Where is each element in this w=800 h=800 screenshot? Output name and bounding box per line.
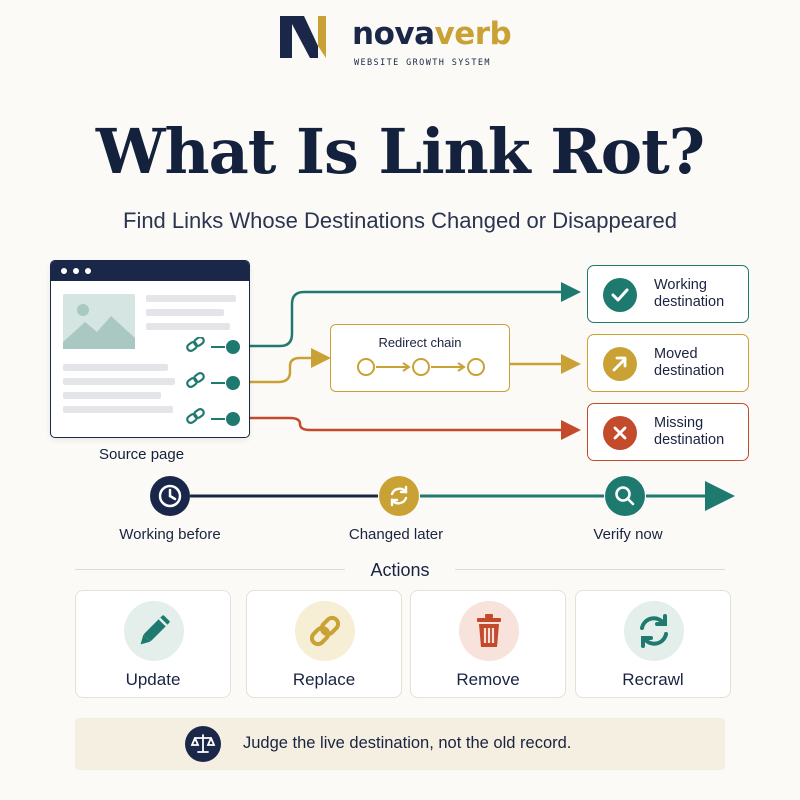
text-line (63, 364, 168, 371)
text-line (63, 378, 175, 385)
text-line (146, 309, 224, 316)
scales-icon (185, 726, 221, 762)
novaverb-logo-mark (280, 16, 326, 58)
page-title: What Is Link Rot? (95, 115, 705, 188)
action-remove-card[interactable]: Remove (410, 590, 566, 698)
recrawl-icon (624, 601, 684, 661)
source-page-label: Source page (99, 446, 185, 463)
text-line (63, 392, 161, 399)
action-update-label: Update (125, 670, 181, 689)
brand-name-part2: verb (434, 16, 512, 52)
text-line (146, 323, 230, 330)
brand-name-part1: nova (352, 16, 435, 52)
action-replace-label: Replace (292, 670, 356, 689)
source-page-window (50, 260, 250, 438)
window-dot (73, 268, 79, 274)
action-update-card[interactable]: Update (75, 590, 231, 698)
trash-icon (459, 601, 519, 661)
brand-tagline: WEBSITE GROWTH SYSTEM (354, 58, 491, 68)
working-connector (250, 282, 581, 348)
footer-banner: Judge the live destination, not the old … (75, 718, 725, 770)
redirect-chain-label: Redirect chain (378, 335, 462, 350)
footer-text: Judge the live destination, not the old … (243, 734, 572, 752)
action-recrawl-card[interactable]: Recrawl (575, 590, 731, 698)
image-placeholder-icon (63, 294, 135, 349)
missing-connector (250, 416, 581, 440)
divider (455, 569, 725, 570)
redirect-chain-icon (357, 358, 485, 376)
divider (75, 569, 345, 570)
window-dot (85, 268, 91, 274)
actions-title: Actions (370, 560, 430, 580)
timeline-label-verify-now: Verify now (593, 526, 663, 543)
search-icon (605, 476, 645, 516)
check-icon (603, 278, 637, 312)
clock-icon (150, 476, 190, 516)
action-replace-card[interactable]: Replace (246, 590, 402, 698)
window-dot (61, 268, 67, 274)
action-recrawl-label: Recrawl (622, 670, 684, 689)
timeline-label-changed-later: Changed later (348, 526, 444, 543)
page-subtitle: Find Links Whose Destinations Changed or… (123, 208, 677, 233)
text-line (63, 406, 173, 413)
link-icon (295, 601, 355, 661)
action-remove-label: Remove (456, 670, 520, 689)
redirect-chain-box: Redirect chain (330, 324, 510, 392)
pencil-icon (124, 601, 184, 661)
text-line (146, 295, 236, 302)
x-icon (603, 416, 637, 450)
brand-name: novaverb (352, 14, 512, 54)
window-titlebar (51, 261, 249, 281)
redirect-connector-in (250, 348, 331, 384)
arrow-up-right-icon (603, 347, 637, 381)
timeline-label-working-before: Working before (119, 526, 221, 543)
link-nodes (186, 337, 240, 426)
refresh-icon (379, 476, 419, 516)
link-icon (186, 337, 205, 424)
